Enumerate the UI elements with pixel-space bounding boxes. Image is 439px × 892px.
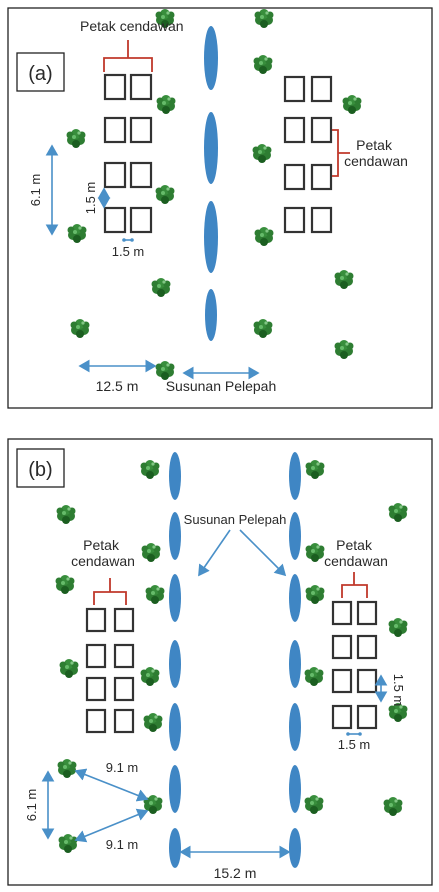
panel-b-dim-plot-vertical-label: 1.5 m — [391, 674, 406, 707]
mushroom-plot — [85, 643, 107, 669]
panel-a-dim-tree-vertical-label: 6.1 m — [28, 174, 43, 207]
frond-icon — [289, 765, 301, 813]
panel-b-dim-triangle-top — [74, 768, 149, 802]
frond-icon — [205, 289, 217, 341]
frond-icon — [289, 640, 301, 688]
frond-icon — [289, 452, 301, 500]
panel-b-dim-triangle-bottom — [74, 808, 149, 843]
mushroom-plot — [356, 634, 378, 660]
mushroom-plot — [310, 75, 333, 103]
mushroom-plot — [129, 73, 153, 101]
panel-a-dim-tree-row-label: 12.5 m — [96, 378, 139, 394]
panel-b-dim-frond-rows-label: 15.2 m — [214, 865, 257, 881]
mushroom-plot — [283, 75, 306, 103]
panel-b-frond-row-left — [169, 452, 181, 868]
panel-a-left-plots — [103, 73, 153, 234]
frond-icon — [169, 574, 181, 622]
panel-b-plot-label-left: Petak cendawan — [71, 537, 135, 569]
frond-icon — [169, 703, 181, 751]
mushroom-plot — [113, 643, 135, 669]
mushroom-plot — [331, 668, 353, 694]
mushroom-plot — [103, 161, 127, 189]
panel-b-frond-label: Susunan Pelepah — [184, 512, 287, 527]
panel-a-frond-label: Susunan Pelepah — [166, 378, 277, 394]
panel-a-frond-row — [204, 26, 218, 341]
panel-a-dim-dot — [122, 238, 126, 242]
panel-b-dim-triangle-bottom-label: 9.1 m — [106, 837, 139, 852]
frond-icon — [289, 703, 301, 751]
mushroom-plot — [85, 607, 107, 633]
mushroom-plot — [356, 600, 378, 626]
mushroom-plot — [356, 668, 378, 694]
mushroom-plot — [129, 161, 153, 189]
panel-b-tag: (b) — [28, 459, 52, 481]
frond-icon — [169, 828, 181, 868]
panel-b-right-bracket — [341, 572, 368, 598]
panel-a-tag: (a) — [28, 63, 52, 85]
mushroom-plot — [331, 634, 353, 660]
mushroom-plot — [283, 206, 306, 234]
frond-icon — [289, 828, 301, 868]
panel-b-frond-pointer-left — [198, 529, 231, 577]
panel-b-plot-label-right: Petak cendawan — [324, 537, 388, 569]
mushroom-plot — [310, 116, 333, 144]
panel-b-left-bracket — [93, 578, 127, 605]
panel-b-tag-box — [16, 448, 65, 488]
frond-icon — [169, 452, 181, 500]
frond-icon — [204, 26, 218, 90]
panel-a-left-bracket — [103, 40, 153, 72]
mushroom-plot — [310, 206, 333, 234]
frond-icon — [204, 112, 218, 184]
mushroom-plot — [113, 676, 135, 702]
panel-a-dim-dot — [130, 238, 134, 242]
mushroom-plot — [331, 704, 353, 730]
frond-icon — [289, 574, 301, 622]
mushroom-plot — [356, 704, 378, 730]
panel-a-plot-label-right: Petak cendawan — [344, 137, 408, 169]
mushroom-plot — [85, 676, 107, 702]
panel-b-dim-dot — [358, 732, 362, 736]
panel-b: (b) — [7, 438, 433, 886]
mushroom-plot — [129, 116, 153, 144]
mushroom-plot — [113, 708, 135, 734]
panel-b-dim-triangle-top-label: 9.1 m — [106, 760, 139, 775]
mushroom-plot — [103, 73, 127, 101]
panel-a-frame — [7, 7, 433, 409]
mushroom-plot — [85, 708, 107, 734]
panel-b-frond-pointer-right — [239, 529, 287, 577]
panel-b-left-plots — [85, 607, 135, 734]
panel-a-plot-label-left: Petak cendawan — [80, 18, 184, 34]
mushroom-plot — [103, 206, 127, 234]
mushroom-plot — [103, 116, 127, 144]
panel-b-frond-row-right — [289, 452, 301, 868]
mushroom-plot — [283, 116, 306, 144]
panel-a-right-bracket — [332, 129, 350, 177]
panel-a-dim-plot-horizontal-label: 1.5 m — [112, 244, 145, 259]
mushroom-plot — [283, 163, 306, 191]
panel-b-dim-plot-horizontal-label: 1.5 m — [338, 737, 371, 752]
panel-b-dim-triangle-left-label: 6.1 m — [24, 789, 39, 822]
panel-b-dim-dot — [346, 732, 350, 736]
panel-a-tag-box — [16, 52, 65, 92]
mushroom-plot — [113, 607, 135, 633]
panel-a: (a) — [7, 7, 433, 409]
frond-icon — [169, 765, 181, 813]
panel-a-dim-plot-vertical-label: 1.5 m — [83, 182, 98, 215]
mushroom-plot — [310, 163, 333, 191]
mushroom-plot — [129, 206, 153, 234]
frond-icon — [169, 640, 181, 688]
frond-icon — [169, 512, 181, 560]
frond-icon — [204, 201, 218, 273]
mushroom-plot — [331, 600, 353, 626]
panel-b-right-plots — [331, 600, 378, 730]
panel-a-right-plots — [283, 75, 333, 234]
frond-icon — [289, 512, 301, 560]
